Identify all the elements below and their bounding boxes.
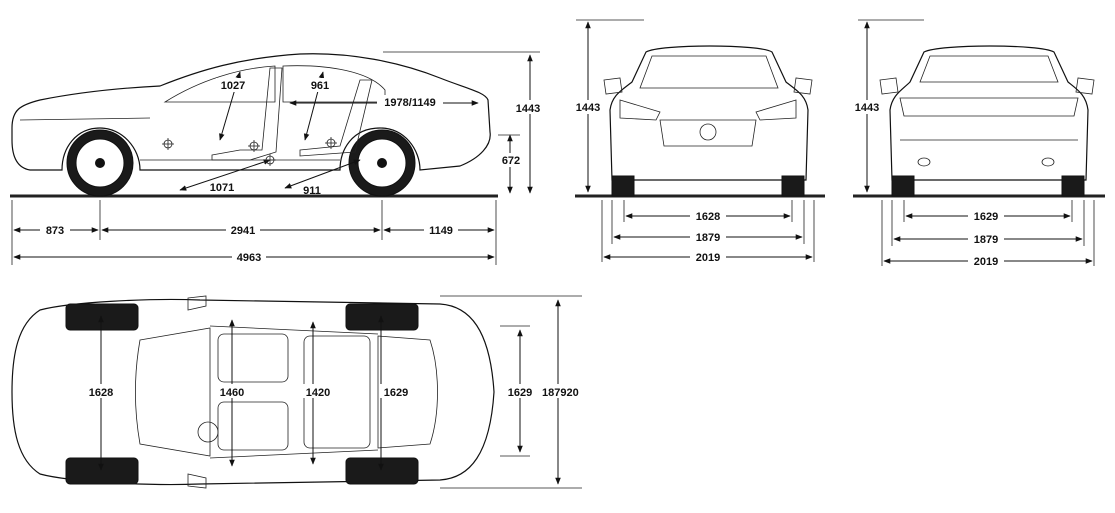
side-rear-wheel xyxy=(348,129,416,197)
front-view: 1443 1628 1879 2019 xyxy=(572,19,825,264)
side-height-label: 1443 xyxy=(516,103,540,115)
front-track-label: 1628 xyxy=(696,211,720,223)
top-windshield xyxy=(135,327,211,457)
top-roof-right xyxy=(209,449,379,459)
headroom-rear-label: 961 xyxy=(311,80,329,92)
rear-left-tyre xyxy=(891,175,915,197)
top-rear-window xyxy=(377,335,438,449)
top-rear-left-tyre xyxy=(345,303,419,331)
front-right-mirror xyxy=(793,77,813,95)
overall-length-label: 4963 xyxy=(237,252,261,264)
front-right-tyre xyxy=(781,175,805,197)
rear-left-mirror xyxy=(879,77,899,95)
side-front-wheel xyxy=(66,129,134,197)
top-overall-width-value: 1879 xyxy=(542,387,566,399)
top-overall-width-label: 187920 xyxy=(542,387,579,399)
top-roof-left xyxy=(209,325,379,335)
cargo-length-label: 1978/1149 xyxy=(384,97,435,109)
rear-width-mirrors-label: 2019 xyxy=(974,256,998,268)
rear-car-body xyxy=(889,45,1089,181)
top-overall-width-suffix: 20 xyxy=(566,387,578,399)
legroom-front-label: 1071 xyxy=(210,182,234,194)
front-left-tyre xyxy=(611,175,635,197)
top-front-right-tyre xyxy=(65,457,139,485)
front-width-label: 1879 xyxy=(696,232,720,244)
top-front-left-seat xyxy=(217,333,289,383)
rear-window xyxy=(919,55,1059,83)
rear-track-label: 1629 xyxy=(974,211,998,223)
top-front-interior-label: 1460 xyxy=(220,387,244,399)
ground-clearance-label: 672 xyxy=(502,155,520,167)
rear-height-label: 1443 xyxy=(855,102,879,114)
wheelbase-label: 2941 xyxy=(231,225,255,237)
front-height-label: 1443 xyxy=(576,102,600,114)
rear-right-exhaust xyxy=(1041,157,1055,167)
legroom-rear-label: 911 xyxy=(303,185,321,197)
headroom-front-label: 1027 xyxy=(221,80,245,92)
front-left-headlight xyxy=(619,99,661,121)
front-left-mirror xyxy=(603,77,623,95)
side-rear-seat xyxy=(299,79,373,157)
front-grille xyxy=(659,119,757,147)
front-windshield xyxy=(639,55,779,89)
top-left-mirror xyxy=(187,295,207,311)
top-front-left-tyre xyxy=(65,303,139,331)
rear-left-exhaust xyxy=(917,157,931,167)
top-car-body xyxy=(11,298,495,486)
side-beltline xyxy=(19,117,151,121)
top-rear-track-label: 1629 xyxy=(508,387,532,399)
front-width-mirrors-label: 2019 xyxy=(696,252,720,264)
top-rear-track-inner-label: 1629 xyxy=(384,387,408,399)
rear-width-label: 1879 xyxy=(974,234,998,246)
front-overhang-label: 873 xyxy=(46,225,64,237)
top-front-track-label: 1628 xyxy=(89,387,113,399)
side-crosshair-markers xyxy=(162,137,337,166)
front-right-headlight xyxy=(755,99,797,121)
front-car-body xyxy=(609,45,809,181)
legroom-front-arrow xyxy=(179,159,271,191)
rear-view: 1443 1629 1879 2019 xyxy=(851,19,1105,268)
top-front-right-seat xyxy=(217,401,289,451)
top-rear-right-tyre xyxy=(345,457,419,485)
rear-right-tyre xyxy=(1061,175,1085,197)
steering-wheel-icon xyxy=(197,421,219,443)
top-right-mirror xyxy=(187,473,207,489)
side-window-rear xyxy=(282,65,386,103)
side-view: 1027 961 1978/1149 1071 911 1443 672 873… xyxy=(10,51,545,265)
legroom-rear-arrow xyxy=(284,159,361,189)
rear-lights-bar xyxy=(899,97,1079,117)
rear-right-mirror xyxy=(1075,77,1095,95)
front-logo-icon xyxy=(699,123,717,141)
top-rear-interior-label: 1420 xyxy=(306,387,330,399)
top-view: 1628 1460 1420 1629 1629 187920 xyxy=(11,295,582,489)
side-car-body xyxy=(11,53,491,171)
rear-overhang-label: 1149 xyxy=(429,225,453,237)
